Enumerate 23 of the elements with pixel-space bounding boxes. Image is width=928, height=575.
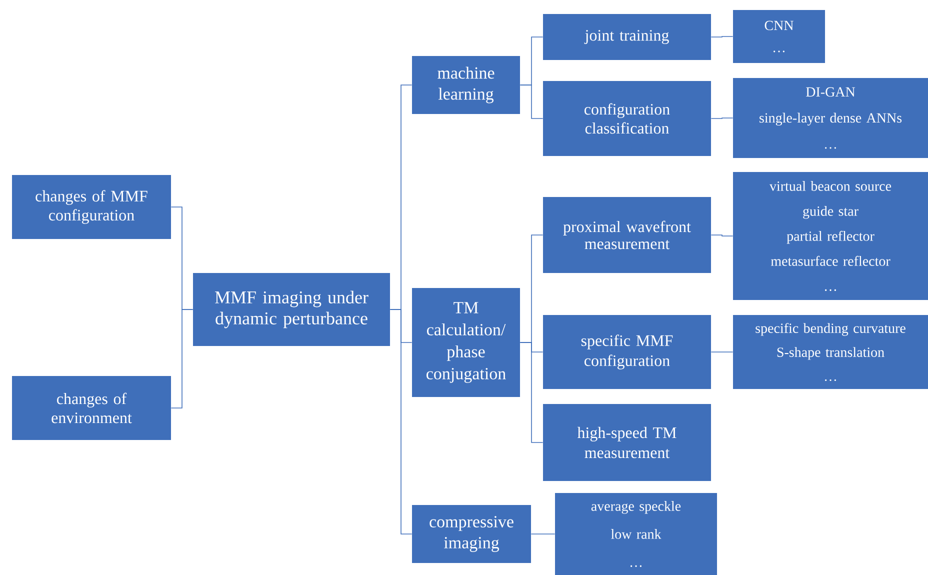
text-box: compressive imaging xyxy=(412,505,531,563)
text-box: joint training xyxy=(543,14,711,60)
connector-line xyxy=(170,309,194,408)
text-box: TM calculation/ phase conjugation xyxy=(412,288,520,397)
text-box: high-speed TM measurement xyxy=(543,404,711,481)
text-box: DI-GAN single-layer dense ANNs … xyxy=(733,78,928,158)
text-box: machine learning xyxy=(412,56,520,114)
text-box: average speckle low rank … xyxy=(555,493,718,575)
connector-line xyxy=(520,84,544,119)
text-box: changes of MMF configuration xyxy=(12,175,171,239)
text-box: CNN … xyxy=(733,10,826,63)
connector-line xyxy=(710,118,734,119)
text-box: specific bending curvature S-shape translation … xyxy=(733,315,928,389)
connector-line xyxy=(710,234,734,236)
text-box: specific MMF configuration xyxy=(543,315,711,389)
text-box: changes of environment xyxy=(12,376,171,440)
text-box: virtual beacon source guide star partial reflector metasurface reflector … xyxy=(733,172,928,300)
text-box: proximal wavefront measurement xyxy=(543,197,711,273)
connector-line xyxy=(710,36,734,38)
connector-line xyxy=(520,342,544,443)
connector-line xyxy=(390,309,412,534)
text-box: MMF imaging under dynamic perturbance xyxy=(193,273,390,346)
text-box: configuration classification xyxy=(543,81,711,156)
